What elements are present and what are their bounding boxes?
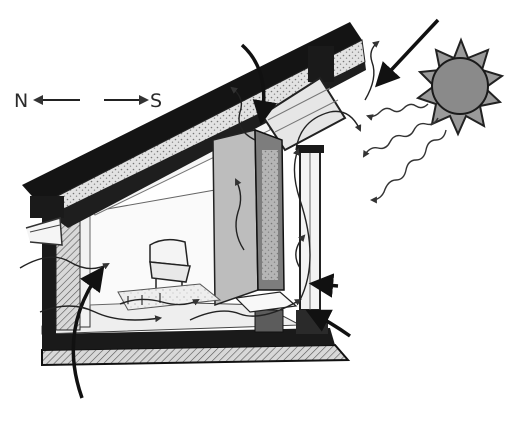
sun-incoming-arrow [374,18,440,88]
floor-dark-band [42,328,335,350]
radiation-wave [369,129,447,204]
air-flow-line [364,40,380,101]
rug-icon [117,283,222,311]
air-flows [19,40,380,323]
compass: N S [14,90,162,112]
roof-eave-block [30,196,64,218]
air-flow-line [292,148,311,301]
mass-wall-pattern [262,150,278,280]
roof-air-arrow [240,43,277,126]
north-vent-slat [29,224,61,233]
sun-icon [415,37,505,137]
air-flow-line [19,256,110,270]
south-window-header [296,145,324,153]
clerestory-glass-line [267,87,331,121]
outdoor-air-arrow [71,266,105,399]
north-vent [25,217,63,246]
heavy-arrows [71,18,440,399]
floor-intake-arrow [305,309,352,338]
mat-icon [234,291,298,313]
clerestory [260,76,347,152]
radiation-wave [366,103,429,121]
air-flow-line [295,234,306,269]
chair-icon [149,238,191,296]
air-flow-line [189,298,302,321]
clerestory-glass-line [274,99,339,133]
air-flow-line [230,86,256,141]
floor-slab [41,299,351,367]
north-vent-shape [25,217,63,246]
air-flow-line [235,178,245,251]
radiation-wave [362,117,439,158]
south-label: S [150,90,162,112]
roof-ridge-block [308,46,334,82]
solar-radiation [362,103,447,204]
north-label: N [14,90,28,112]
roof-outer-layer [22,22,362,205]
air-flow-line [119,298,200,306]
air-flow-line [295,110,362,151]
mass-wall-face [212,129,259,307]
south-vent-arrow [308,273,339,298]
furniture [117,238,298,313]
sun-disc [431,57,489,115]
air-flow-line [39,305,163,323]
thermal-mass-wall [212,128,285,333]
